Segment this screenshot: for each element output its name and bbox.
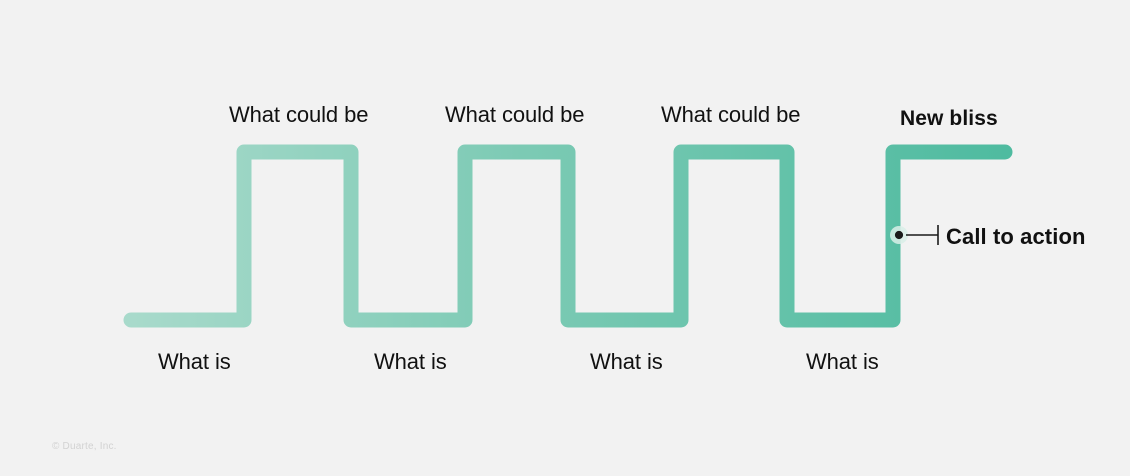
label-what-could-be-2: What could be [445, 102, 585, 127]
label-what-is-1: What is [158, 349, 231, 374]
copyright-notice: © Duarte, Inc. [52, 441, 117, 452]
label-new-bliss: New bliss [900, 107, 998, 130]
label-what-is-3: What is [590, 349, 663, 374]
label-what-could-be-3: What could be [661, 102, 801, 127]
sparkline-path [123, 144, 1013, 328]
call-to-action-dot [894, 230, 904, 240]
label-call-to-action: Call to action [946, 224, 1086, 249]
call-to-action-annotation [890, 225, 939, 245]
label-what-is-2: What is [374, 349, 447, 374]
label-what-is-4: What is [806, 349, 879, 374]
label-what-could-be-1: What could be [229, 102, 369, 127]
